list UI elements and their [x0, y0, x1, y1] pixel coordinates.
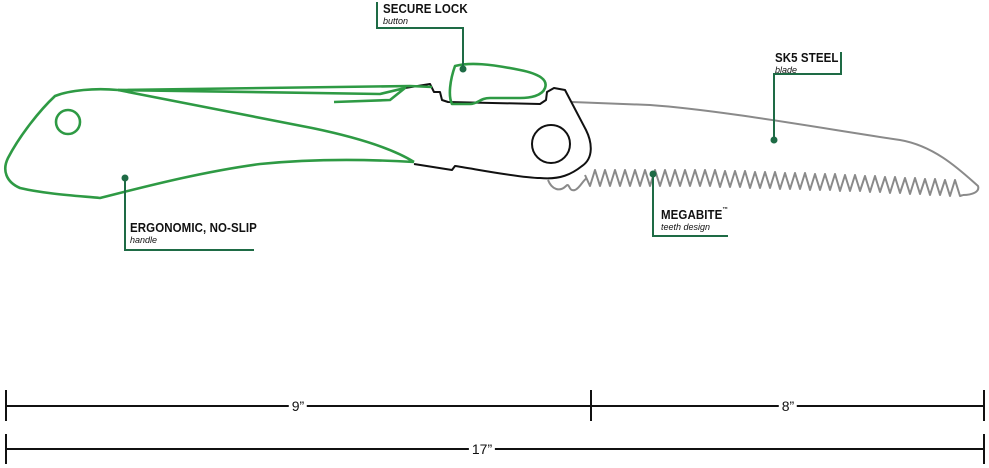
callout-title: MEGABITE [661, 208, 723, 222]
handle-grip [4, 84, 433, 200]
blade [547, 101, 980, 197]
handle-frame [404, 83, 592, 180]
callout-title: SECURE LOCK [383, 2, 468, 16]
pivot-icon [531, 124, 571, 164]
callout-subtitle: button [383, 15, 409, 26]
callout-secure-lock: SECURE LOCK button [383, 3, 475, 26]
leader-lines [124, 2, 842, 251]
lock-button [448, 62, 547, 106]
dimension-blade-length: 8” [778, 398, 798, 414]
callout-title: ERGONOMIC, NO-SLIP [130, 221, 257, 235]
saw-teeth [584, 169, 964, 197]
callout-subtitle: teeth design [661, 221, 711, 232]
callout-subtitle: handle [130, 234, 158, 245]
callout-title-row: MEGABITE™ [661, 207, 729, 222]
callout-subtitle: blade [775, 64, 798, 75]
callout-megabite-teeth: MEGABITE™ teeth design [661, 207, 734, 232]
callout-ergonomic-handle: ERGONOMIC, NO-SLIP handle [130, 222, 268, 245]
callout-title: SK5 STEEL [775, 51, 839, 65]
leader-dots [121, 65, 778, 182]
dimension-total-length: 17” [468, 441, 496, 457]
dimension-handle-length: 9” [288, 398, 308, 414]
callout-sk5-steel: SK5 STEEL blade [775, 52, 844, 75]
trademark-symbol: ™ [722, 207, 729, 213]
lanyard-hole-icon [54, 108, 82, 136]
